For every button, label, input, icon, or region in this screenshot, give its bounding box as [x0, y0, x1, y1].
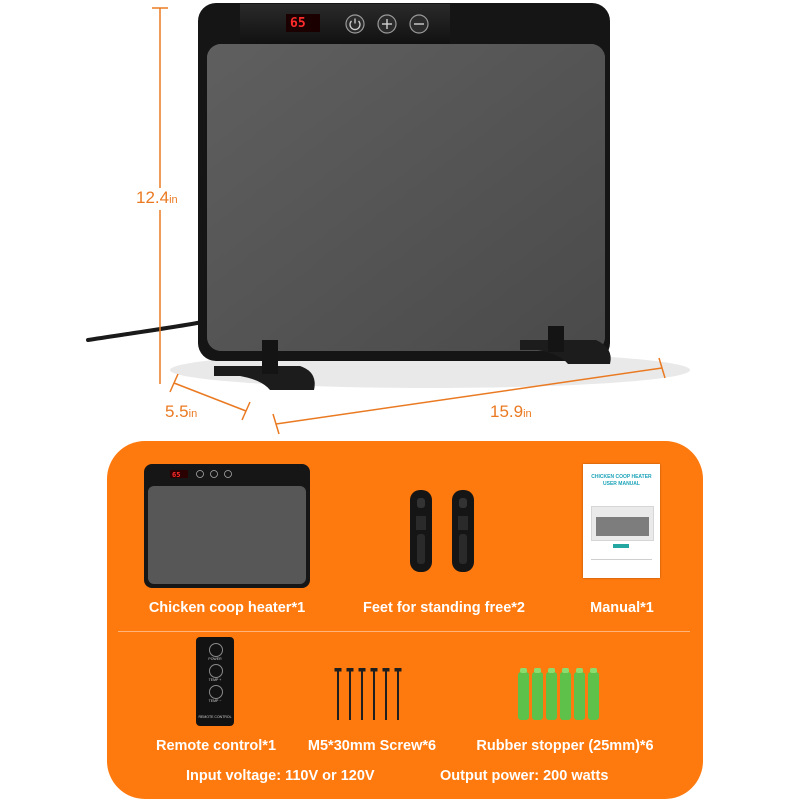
panel-divider [118, 631, 690, 632]
width-unit: in [523, 408, 532, 420]
minus-icon [409, 14, 429, 34]
manual-title-line1: CHICKEN COOP HEATER [591, 474, 652, 480]
right-foot [520, 326, 611, 364]
remote-temp-down-button [209, 685, 223, 699]
manual-title-line2: USER MANUAL [603, 481, 640, 487]
heater-illustration [86, 3, 690, 435]
height-dimension-label: 12.4in [134, 188, 180, 210]
manual-cover-image [591, 506, 654, 541]
rubber-stoppers-illustration [518, 668, 599, 720]
manual-cover-badge [613, 544, 629, 548]
width-dimension-label: 15.9in [488, 402, 534, 424]
depth-unit: in [188, 408, 198, 420]
height-value: 12.4 [136, 188, 170, 207]
remote-power-button [209, 643, 223, 657]
depth-line [173, 382, 247, 412]
remote-temp-up-label: TEMP + [208, 678, 222, 682]
screws-illustration [334, 668, 402, 720]
caption-remote: Remote control*1 [155, 738, 277, 754]
manual-booklet: CHICKEN COOP HEATER USER MANUAL [583, 464, 660, 578]
power-icon [345, 14, 365, 34]
remote-control: POWER TEMP + TEMP − REMOTE CONTROL [196, 637, 234, 726]
power-cord [86, 320, 205, 342]
width-value: 15.9 [490, 402, 524, 421]
heater-display-digits: 65 [290, 16, 306, 31]
width-line [275, 367, 663, 425]
caption-manual: Manual*1 [590, 600, 654, 616]
input-voltage-spec: Input voltage: 110V or 120V [186, 768, 375, 784]
remote-footer-label: REMOTE CONTROL [198, 715, 232, 719]
caption-feet: Feet for standing free*2 [363, 600, 525, 616]
caption-screws: M5*30mm Screw*6 [307, 738, 437, 754]
feet-illustration [410, 490, 474, 572]
left-foot [214, 340, 315, 390]
manual-footer [591, 559, 652, 566]
height-unit: in [169, 194, 178, 206]
remote-temp-up-button [209, 664, 223, 678]
svg-text:65: 65 [172, 471, 180, 479]
caption-stoppers: Rubber stopper (25mm)*6 [476, 738, 654, 754]
caption-heater: Chicken coop heater*1 [148, 600, 306, 616]
heater-thumbnail: 65 [144, 464, 310, 588]
depth-value: 5.5 [165, 402, 189, 421]
display-window [286, 14, 320, 32]
remote-temp-down-label: TEMP − [208, 699, 222, 703]
plus-icon [377, 14, 397, 34]
output-power-spec: Output power: 200 watts [440, 768, 609, 784]
remote-power-label: POWER [208, 657, 222, 661]
depth-dimension-label: 5.5in [163, 402, 200, 424]
